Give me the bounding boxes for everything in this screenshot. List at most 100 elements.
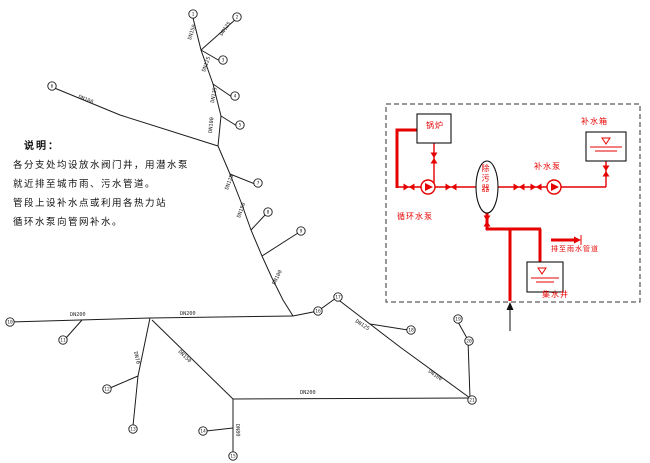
valve-icon [530,183,542,191]
makeup-pump-impeller [551,183,559,191]
node-number: 5 [239,123,242,129]
pipe-size-label: DN125 [224,174,235,191]
notes-line: 就近排至城市雨、污水管道。 [13,179,157,190]
node-number: 17 [335,295,341,301]
node-number: 8 [267,210,270,216]
pipe-size-label: DN200 [300,390,316,396]
valve-well-node [453,314,463,324]
pipe-size-label: DN125 [201,56,212,73]
boiler-box [416,113,452,144]
node-number: 19 [455,317,461,323]
boiler-label: 锅炉 [426,121,444,130]
pipe-segment [151,319,234,400]
pipe-segment [369,323,409,331]
valve-well-node [296,226,306,236]
valve-icon [602,165,610,177]
node-number: 9 [300,229,303,235]
circulation-pump-label: 循环水泵 [397,212,433,221]
pipe-segment [220,115,238,127]
valve-icon [445,183,457,191]
node-number: 11 [60,338,66,344]
valve-well-node [218,55,228,65]
valve-icon [430,152,438,164]
dirt-separator-vessel [475,160,499,214]
sump-label: 集水井 [542,290,569,299]
node-number: 2 [236,15,239,21]
pipe-size-label: DN150 [177,349,192,364]
pipe-size-label: DN100 [427,369,443,383]
makeup-tank-label: 补水箱 [581,117,608,126]
valve-well-node [313,306,323,316]
sump-box [526,261,564,293]
pipe-segment [335,297,471,399]
notes-title: 说明： [24,141,60,152]
pipe-size-label: DN70 [132,351,140,364]
pipe-segment [457,321,471,399]
pipe-size-label: DN200 [180,311,196,317]
pipe-segment [232,397,471,400]
node-number: 18 [408,328,414,334]
notes-line: 循环水泵向管网补水。 [13,217,124,228]
valve-well-node [128,424,138,434]
node-number: 14 [200,429,206,435]
valve-well-node [253,178,263,188]
node-number: 4 [234,94,237,100]
tank-water-level-icon [601,137,611,145]
node-number: 16 [315,309,321,315]
pipe-segment [9,315,294,323]
node-number: 1 [192,12,195,18]
flow-arrow-icon [574,236,581,244]
pipe-size-label: DN200 [70,312,86,318]
node-number: 6 [51,84,54,90]
pipe-size-label: DN100 [271,269,283,286]
valve-well-node [228,451,238,461]
valve-well-node [263,207,273,217]
pipe-size-label: DN100 [208,117,215,133]
drain-note-label: 排至雨水管道 [551,245,599,253]
boiler-room-schematic [385,103,641,303]
pipe-size-label: DN150 [187,24,198,41]
node-number: 3 [222,58,225,64]
valve-icon [513,183,525,191]
dirt-separator-label: 除污器 [481,164,490,194]
pipe-segment [192,17,294,317]
node-number: 12 [104,387,110,393]
valve-well-node [333,292,343,302]
valve-well-node [464,336,474,346]
pipe-segment [250,213,267,231]
notes-line: 各分支处均设放水阀门井，用潜水泵 [13,160,190,171]
node-number: 7 [257,181,260,187]
valve-well-node [5,317,15,327]
node-number: 21 [469,398,475,404]
valve-well-node [467,395,477,405]
node-number: 13 [130,427,136,433]
valve-well-node [47,81,57,91]
inflow-arrow [506,302,514,331]
pipe-size-label: DN125 [354,319,370,333]
pipe-size-label: DN125 [219,21,233,37]
pipe-segment [229,173,256,185]
valve-icon [403,183,415,191]
pipe-segment [51,86,219,147]
pipe-segment [205,427,234,432]
pipe-segment [200,18,237,51]
pipe-segment [109,375,139,389]
valve-well-node [232,12,242,22]
node-number: 20 [466,339,472,345]
pipe-size-label: DN150 [236,202,247,219]
node-number: 15 [230,454,236,460]
pipe-segment [200,49,221,62]
valve-well-node [102,384,112,394]
valve-well-node [235,120,245,130]
pipe-segment [212,83,233,98]
pipe-segment [132,317,151,427]
notes-line: 管段上设补水点或利用各热力站 [13,198,168,209]
valve-well-node [188,9,198,19]
makeup-pump-label: 补水泵 [534,162,561,171]
pipe-size-label: DN100 [77,94,94,105]
valve-well-node [230,91,240,101]
node-number: 10 [7,320,13,326]
valve-well-node [406,325,416,335]
